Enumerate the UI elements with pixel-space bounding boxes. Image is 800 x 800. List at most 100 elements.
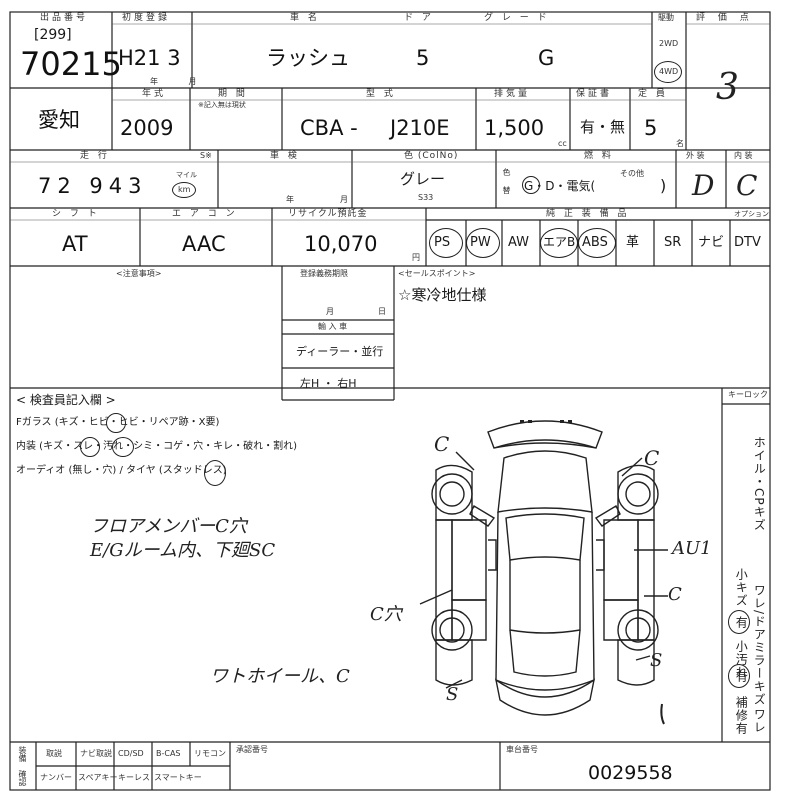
displacement-unit: cc [558, 139, 567, 148]
drive-4wd-circle [654, 61, 682, 83]
import-drive: 左H ・ 右H [300, 377, 357, 390]
mark-c-right: C [668, 584, 682, 605]
doors: 5 [416, 46, 430, 70]
fuel-close: ) [660, 176, 667, 195]
recycle-unit: 円 [412, 253, 420, 262]
doors-label: ド ア [404, 13, 434, 23]
side-have-1-circle [728, 610, 750, 634]
color-label: 色 (ColNo) [404, 151, 459, 161]
fuel-options: G・D・電気( [524, 179, 596, 193]
aircon-label: エ ア コ ン [172, 209, 238, 219]
interior-label: 内 装 [734, 151, 753, 160]
interior-stain-circle [112, 437, 134, 457]
registration-due-label: 登録義務期限 [300, 269, 348, 278]
inspection-label: 車 検 [270, 151, 300, 161]
drive-label: 駆動 [658, 13, 674, 22]
equipment-sunroof: SR [664, 235, 682, 250]
footer-item-manual: 取説 [46, 749, 62, 758]
chassis-number: 0029558 [588, 762, 673, 784]
mark-c-front-left: C [434, 432, 450, 456]
import-type: ディーラー・並行 [296, 345, 384, 358]
fuel-gasoline-circle [522, 176, 540, 194]
year-model-label: 年式 [142, 89, 167, 99]
color-change-label: 色替 [502, 168, 511, 204]
capacity-unit: 名 [676, 139, 684, 148]
displacement: 1,500 [484, 116, 545, 140]
mileage: 72 943 [38, 174, 148, 198]
capacity-label: 定 員 [638, 89, 668, 99]
aircon: AAC [182, 232, 226, 256]
equipment-pw-circle [466, 228, 500, 258]
sale-point-label: <セールスポイント> [398, 269, 476, 278]
score: 3 [716, 67, 739, 108]
warranty-label: 保証書 [576, 89, 613, 99]
recycle-label: リサイクル預託金 [288, 209, 368, 219]
mark-s-rear-right: S [650, 650, 663, 671]
first-registration-label: 初度登録 [122, 13, 171, 23]
side-repair: 補修有 [734, 696, 749, 735]
region: 愛知 [38, 108, 80, 132]
equipment-ps-circle [429, 228, 463, 258]
lot-number-label: 出品番号 [40, 13, 89, 23]
tire-studless-circle [204, 460, 226, 486]
chassis-number-label: 車台番号 [506, 745, 538, 754]
side-text-mirror: ワレ/ドアミラーキズ [752, 584, 767, 707]
registration-due-month: 月 [326, 307, 334, 316]
footer-item-navi-manual: ナビ取説 [80, 749, 112, 758]
handwritten-note-1: フロアメンバーC穴 [90, 516, 247, 537]
import-label: 輸 入 車 [318, 322, 348, 331]
mark-c-front-right: C [644, 446, 660, 470]
mileage-note: S※ [200, 151, 212, 160]
footer-item-bcas: B-CAS [156, 749, 181, 758]
shift: AT [62, 232, 88, 256]
equipment-navi: ナビ [698, 235, 725, 250]
footer-equip-label: 装備 [18, 746, 27, 762]
footer-item-remote: リモコン [194, 749, 226, 758]
side-small-scratch: 小キズ [734, 568, 749, 607]
grade-label: グ レ ー ド [484, 13, 550, 23]
grade: G [538, 46, 555, 70]
displacement-label: 排気量 [494, 89, 531, 99]
year-month-label: 年 月 [150, 77, 211, 86]
side-have-2-circle [728, 664, 750, 688]
inspection-title: < 検査員記入欄 > [16, 393, 116, 407]
period-label: 期 間 [218, 89, 248, 99]
car-name: ラッシュ [266, 46, 350, 70]
score-label: 評 価 点 [696, 13, 754, 23]
exterior-grade: D [692, 169, 715, 202]
equipment-dtv: DTV [734, 235, 761, 250]
unit-mile: マイル [176, 171, 197, 179]
model-prefix: CBA - [300, 116, 358, 140]
approval-number-label: 承認番号 [236, 745, 268, 754]
fuel-other-label: その他 [620, 169, 644, 178]
model-type-label: 型 式 [366, 89, 396, 99]
interior-grade: C [736, 169, 758, 202]
footer-item-plate: ナンバー [40, 773, 72, 782]
mark-s-rear-left: S [446, 684, 459, 705]
handwritten-note-3: ワトホイール、C [210, 666, 350, 687]
unit-km-circle [172, 182, 196, 198]
first-registration: H21 3 [118, 46, 181, 70]
inspection-year: 年 [286, 195, 294, 204]
inspection-interior: 内装 (キズ・スレ・汚れ・シミ・コゲ・穴・キレ・破れ・割れ) [16, 441, 297, 452]
year-model: 2009 [120, 116, 174, 140]
color: グレー [400, 170, 446, 188]
fuel-label: 燃 料 [584, 151, 614, 161]
shift-label: シ フ ト [52, 209, 100, 219]
car-name-label: 車 名 [290, 13, 320, 23]
footer-item-cd-sd: CD/SD [118, 749, 144, 758]
exterior-label: 外 装 [686, 151, 705, 160]
recycle-deposit: 10,070 [304, 232, 378, 256]
warranty: 有・無 [580, 118, 626, 136]
mark-c-hole: C穴 [370, 604, 402, 625]
equipment-airbag-circle [540, 228, 578, 258]
keylock-label: キーロック [728, 390, 768, 399]
equipment-label: 純 正 装 備 品 [546, 209, 630, 219]
model-code: J210E [390, 116, 450, 140]
footer-item-keyless: キーレス [118, 773, 150, 782]
sale-point: ☆寒冷地仕様 [398, 286, 487, 304]
lot-number: 70215 [20, 45, 122, 83]
side-text-crack: ワレ [752, 708, 767, 734]
side-text-wheel: ホイル・CPキズ [752, 436, 767, 532]
